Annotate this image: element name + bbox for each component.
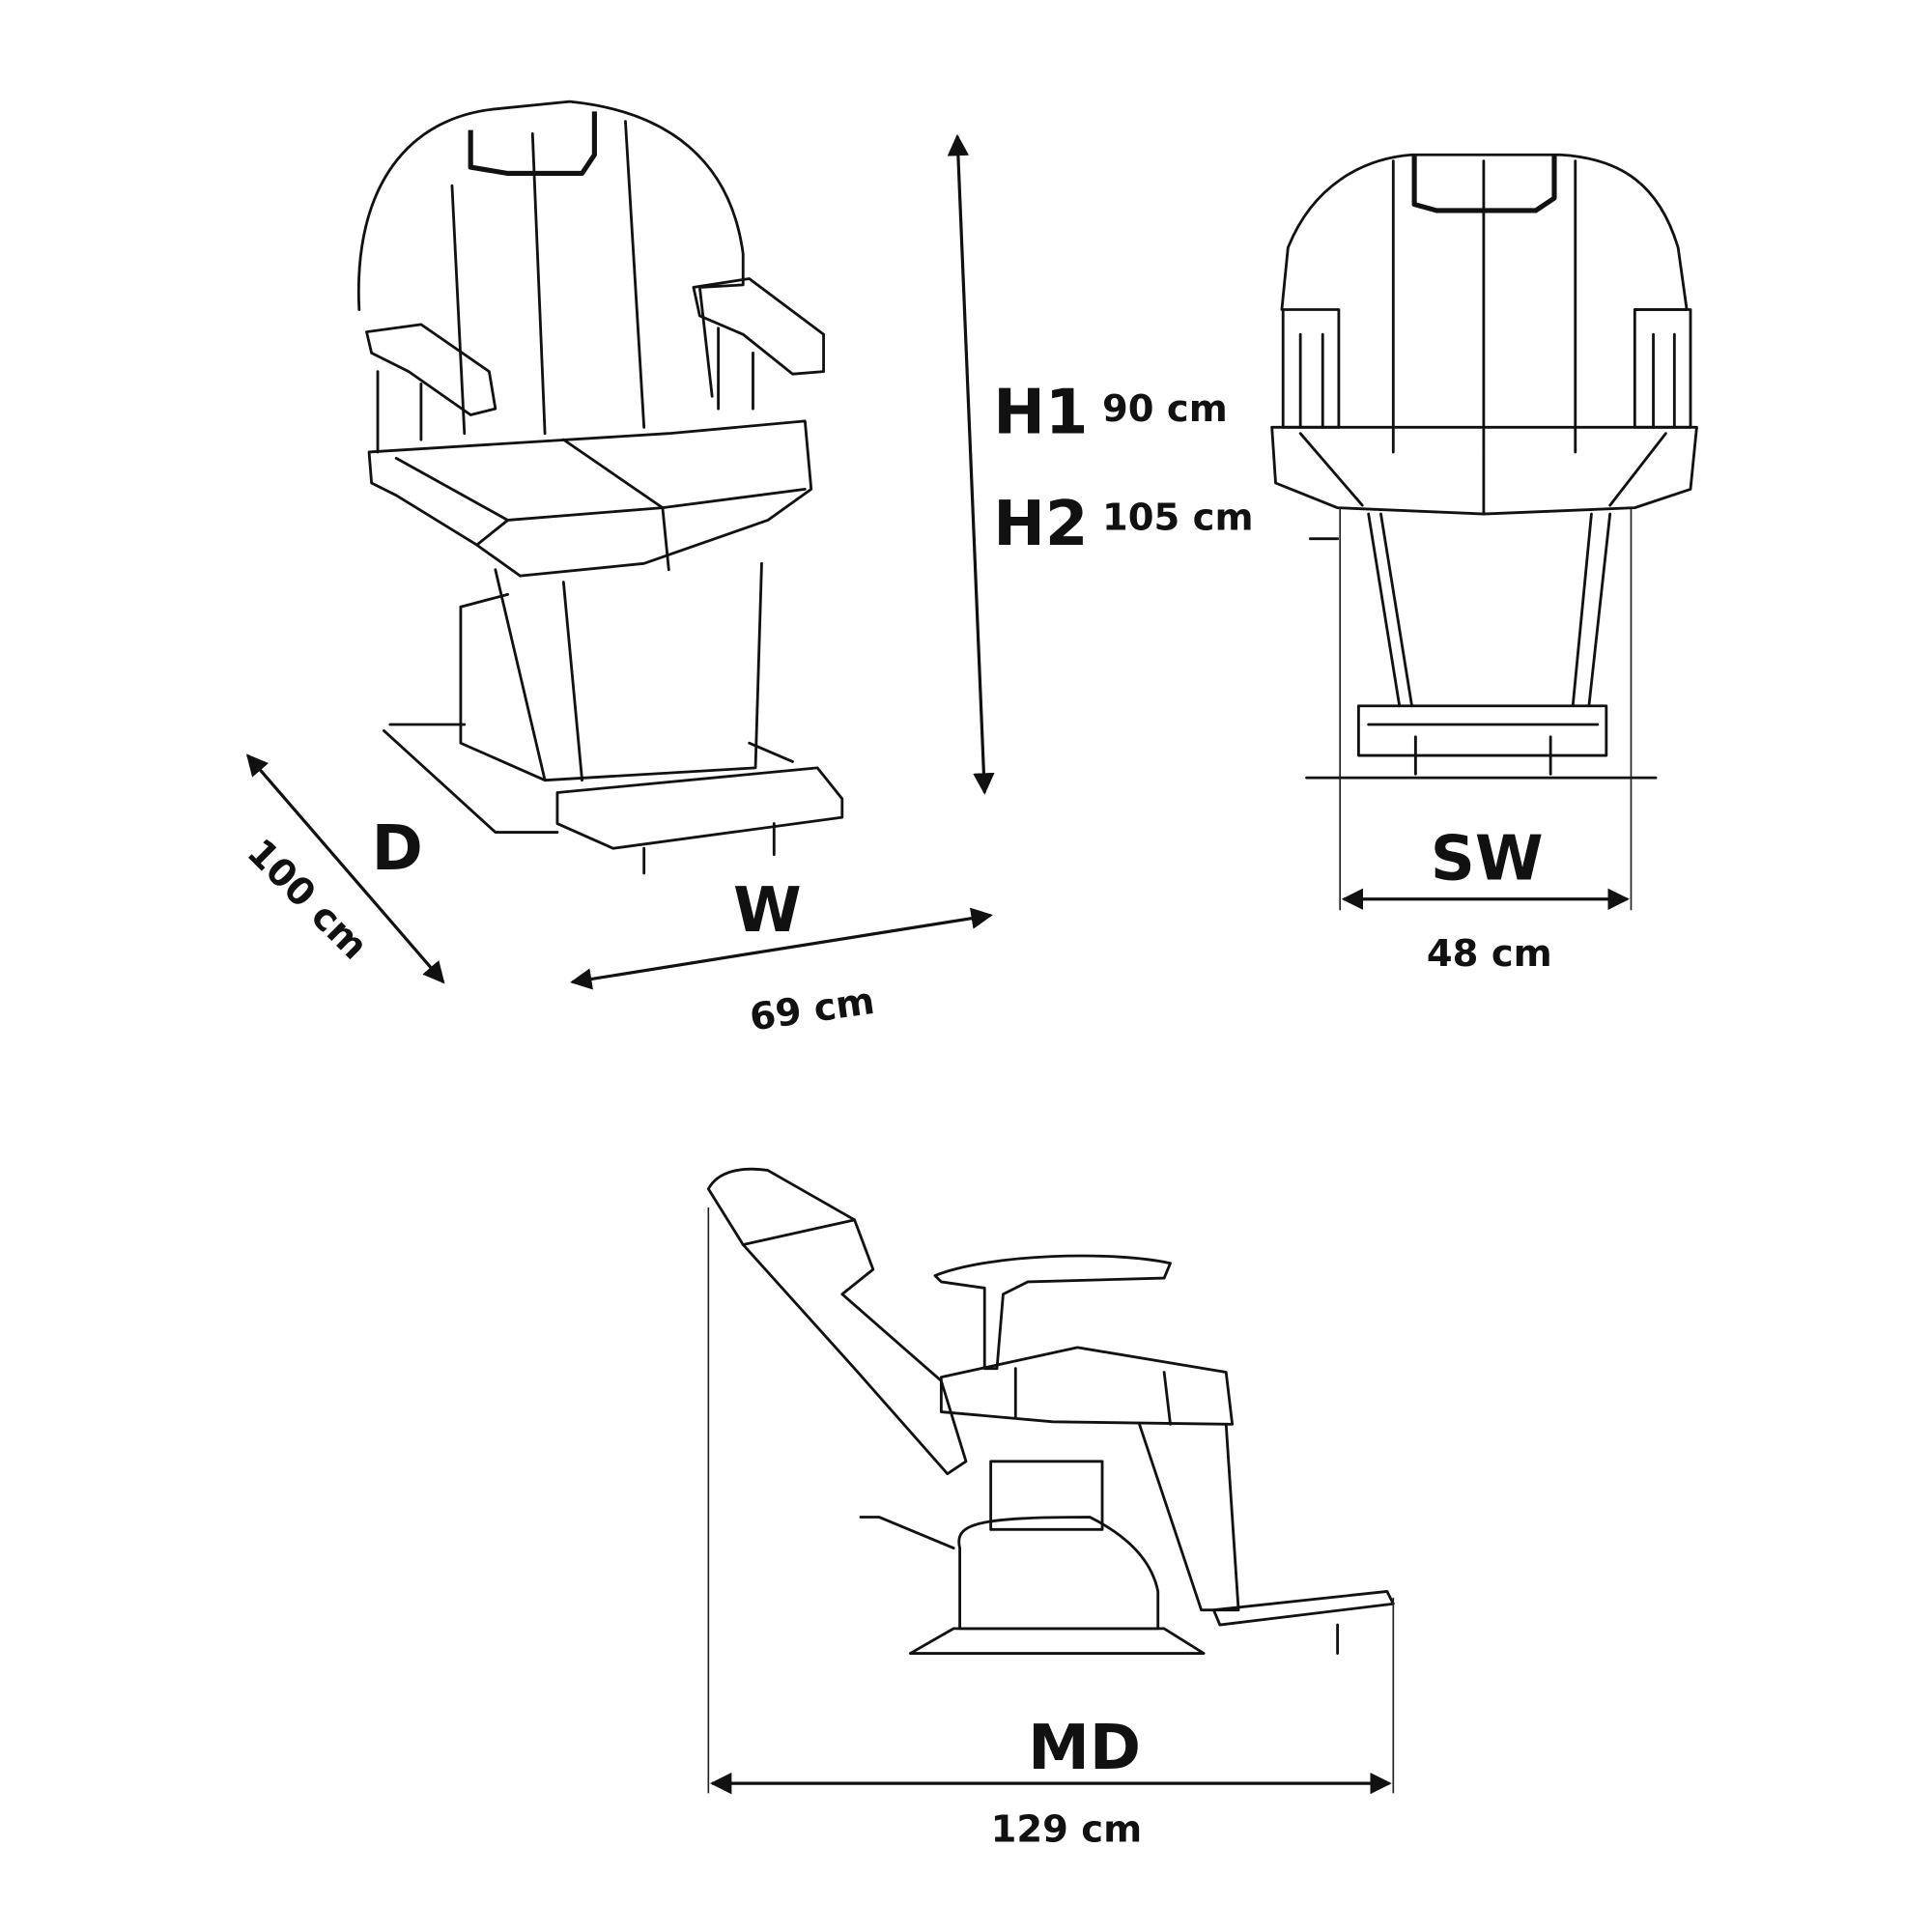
d-value: 100 cm (239, 831, 377, 969)
md-value: 129 cm (991, 1807, 1143, 1851)
w-label: W (733, 875, 802, 947)
h1-value: 90 cm (1102, 387, 1228, 431)
w-value: 69 cm (747, 980, 877, 1040)
width-dimension-line (570, 907, 993, 990)
sw-value: 48 cm (1427, 932, 1552, 976)
chair-perspective-view (356, 99, 844, 875)
height-dimension-line (947, 133, 995, 795)
md-label: MD (1028, 1713, 1141, 1784)
h2-value: 105 cm (1102, 497, 1254, 540)
chair-front-view (1270, 153, 1698, 911)
h1-label: H1 (993, 378, 1088, 449)
d-label: D (372, 813, 423, 885)
h2-label: H2 (993, 489, 1088, 560)
chair-side-view (706, 1167, 1395, 1794)
depth-dimension-line (245, 753, 445, 984)
sw-label: SW (1431, 823, 1544, 895)
